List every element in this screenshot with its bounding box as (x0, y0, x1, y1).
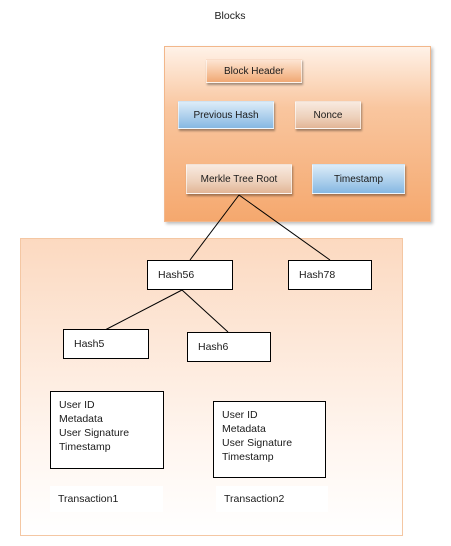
previous-hash-label: Previous Hash (178, 101, 274, 129)
record-line: User Signature (59, 427, 130, 439)
node-hash6: Hash6 (187, 332, 271, 362)
record-line: User Signature (222, 437, 293, 449)
node-hash78: Hash78 (288, 260, 372, 290)
transaction1-label: Transaction1 (50, 486, 163, 512)
line-hash56-to-hash6 (181, 289, 229, 333)
record-line: User ID (59, 399, 95, 411)
block-header-label: Block Header (206, 59, 302, 83)
record-line: Timestamp (59, 441, 111, 453)
transaction2-label: Transaction2 (216, 486, 328, 512)
diagram-title: Blocks (214, 10, 246, 22)
record-line: User ID (222, 409, 258, 421)
line-hash56-to-hash5 (104, 289, 183, 331)
transaction2-record: User ID Metadata User Signature Timestam… (213, 401, 326, 478)
timestamp-label: Timestamp (312, 164, 405, 194)
node-hash5: Hash5 (63, 329, 149, 359)
line-root-to-hash56 (189, 194, 240, 261)
merkle-tree-root-label: Merkle Tree Root (186, 164, 292, 194)
transaction1-record: User ID Metadata User Signature Timestam… (50, 391, 164, 469)
record-line: Metadata (59, 413, 103, 425)
record-line: Timestamp (222, 451, 274, 463)
line-root-to-hash78 (238, 194, 331, 261)
record-line: Metadata (222, 423, 266, 435)
node-hash56: Hash56 (147, 260, 233, 290)
nonce-label: Nonce (295, 101, 361, 129)
